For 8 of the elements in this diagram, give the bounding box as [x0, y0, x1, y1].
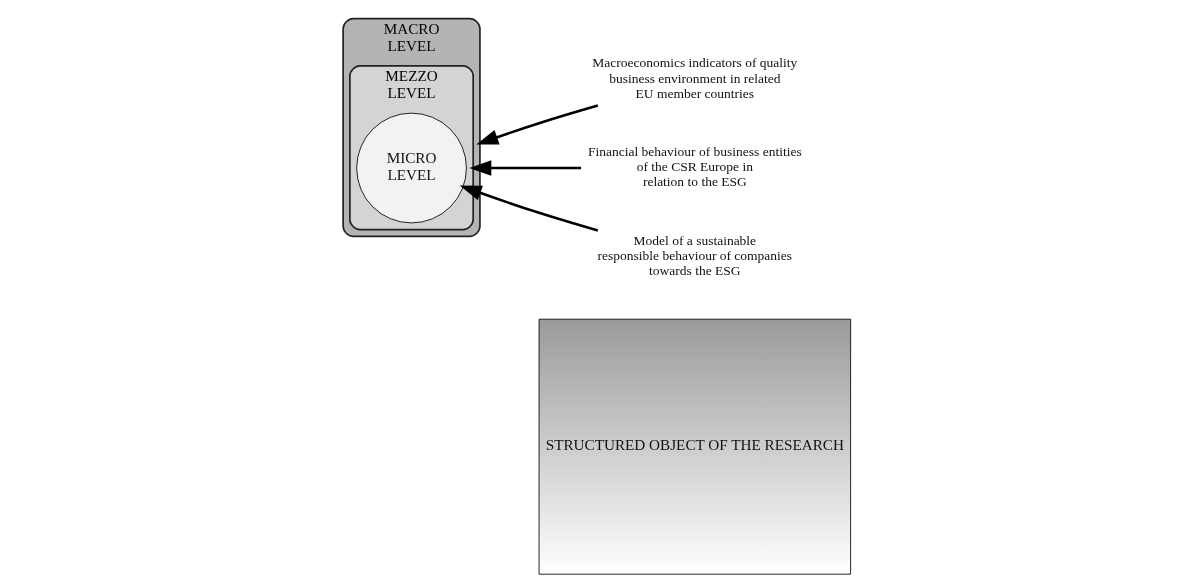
arrow [476, 104, 599, 145]
node-text: Macroeconomics indicators of quality business environment in related EU member countries [592, 55, 798, 101]
arrow [469, 160, 582, 176]
node-box: STRUCTURED OBJECT OF THE RESEARCH [538, 318, 852, 575]
node-text: Financial behaviour of business entities of the CSR Europe in relation to the ESG [587, 144, 802, 190]
node-circle: MICRO LEVEL [356, 112, 467, 224]
arrow [459, 185, 599, 232]
node-text: Model of a sustainable responsible behaviour of companies towards the ESG [597, 232, 793, 279]
